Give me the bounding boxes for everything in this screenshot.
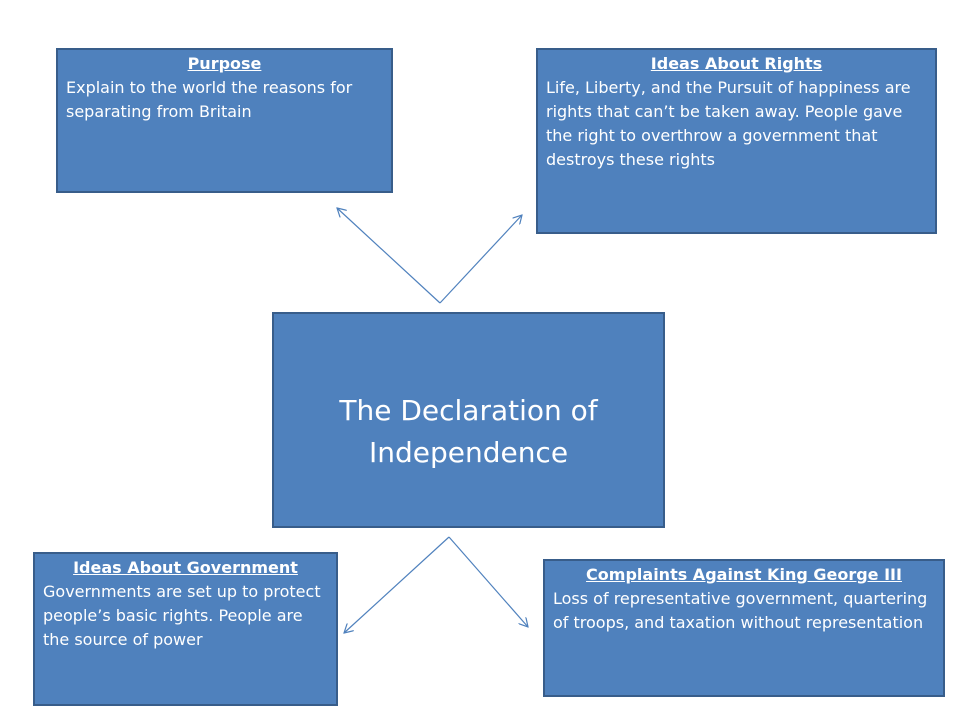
rights-body: Life, Liberty, and the Pursuit of happin… bbox=[546, 78, 911, 169]
arrow-to-government bbox=[344, 536, 450, 633]
center-topic-box: The Declaration of Independence bbox=[272, 312, 665, 528]
center-topic-text: The Declaration of Independence bbox=[339, 394, 598, 469]
complaints-body: Loss of representative government, quart… bbox=[553, 589, 928, 632]
rights-box: Ideas About Rights Life, Liberty, and th… bbox=[536, 48, 937, 234]
complaints-title: Complaints Against King George III bbox=[586, 565, 902, 584]
arrow-to-rights bbox=[439, 215, 522, 304]
arrow-to-purpose bbox=[337, 208, 441, 304]
government-box: Ideas About Government Governments are s… bbox=[33, 552, 338, 706]
complaints-box: Complaints Against King George III Loss … bbox=[543, 559, 945, 697]
purpose-title: Purpose bbox=[187, 54, 262, 73]
purpose-body: Explain to the world the reasons for sep… bbox=[66, 78, 353, 121]
arrow-to-complaints bbox=[448, 536, 528, 627]
government-title: Ideas About Government bbox=[73, 558, 298, 577]
government-body: Governments are set up to protect people… bbox=[43, 582, 321, 649]
rights-title: Ideas About Rights bbox=[650, 54, 823, 73]
purpose-box: Purpose Explain to the world the reasons… bbox=[56, 48, 393, 193]
